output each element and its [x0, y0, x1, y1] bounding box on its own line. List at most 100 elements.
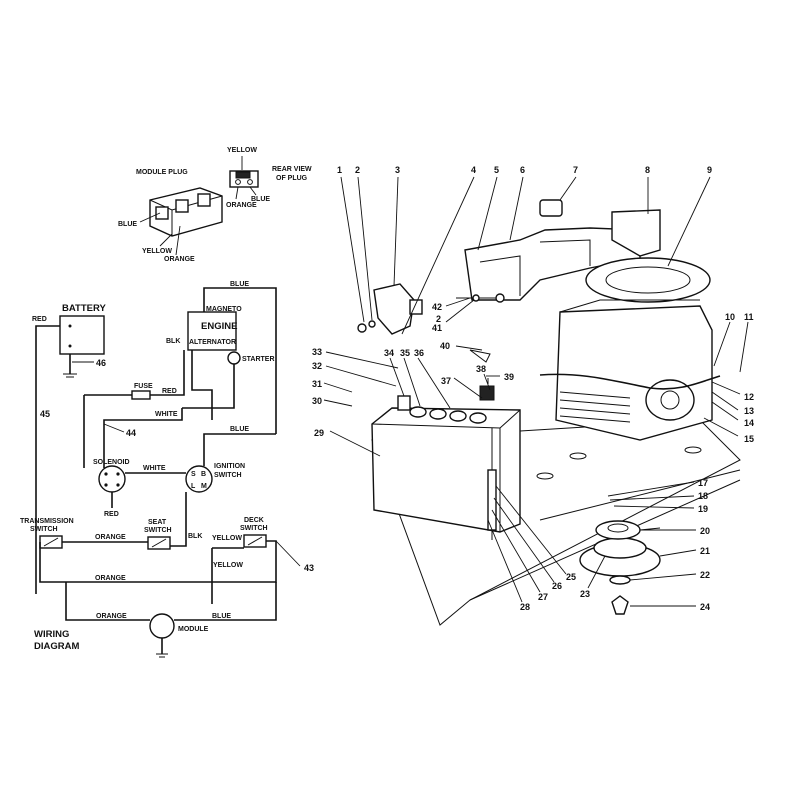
washer-22: [609, 575, 631, 585]
callout-2b: 2: [436, 314, 441, 324]
ignition-switch-label-2: SWITCH: [214, 472, 242, 479]
rear-view-label-2: OF PLUG: [276, 175, 308, 182]
callout-14: 14: [744, 418, 754, 428]
module-plug-orange-label: ORANGE: [164, 256, 195, 263]
white-wire-label-upper: WHITE: [155, 411, 178, 418]
module-plug-illustration: MODULE PLUG BLUE YELLOW ORANGE: [118, 169, 223, 263]
engine-label: ENGINE: [201, 321, 237, 332]
callout-30: 30: [312, 396, 322, 406]
callout-9: 9: [707, 165, 712, 175]
ignition-switch-label-1: IGNITION: [214, 463, 245, 470]
callout-5: 5: [494, 165, 499, 175]
deck-switch-yellow-label: YELLOW: [212, 535, 242, 542]
solenoid-red-label: RED: [104, 511, 119, 518]
callout-46: 46: [96, 358, 106, 368]
starter-label: STARTER: [242, 356, 275, 363]
callout-18: 18: [698, 491, 708, 501]
battery-red-label: RED: [32, 316, 47, 323]
module-plug-yellow-label: YELLOW: [142, 248, 172, 255]
leader-lines: [323, 176, 749, 607]
callout-3: 3: [395, 165, 400, 175]
callout-35: 35: [400, 348, 410, 358]
transmission-switch-label-1: TRANSMISSION: [20, 518, 74, 525]
module-plug-label: MODULE PLUG: [136, 169, 188, 176]
callout-19: 19: [698, 504, 708, 514]
callout-28: 28: [520, 602, 530, 612]
callout-13: 13: [744, 406, 754, 416]
callout-42: 42: [432, 302, 442, 312]
callout-25: 25: [566, 572, 576, 582]
engine-box: [187, 311, 237, 351]
callout-26: 26: [552, 581, 562, 591]
callout-7: 7: [573, 165, 578, 175]
ignition-terminal-b: B: [201, 471, 206, 478]
callout-23: 23: [580, 589, 590, 599]
callout-2: 2: [355, 165, 360, 175]
fuel-cap: [539, 199, 563, 217]
battery-cells: [409, 406, 487, 424]
seat-switch-label-1: SEAT: [148, 519, 167, 526]
alternator-blk-label: BLK: [166, 338, 180, 345]
fuse-label: FUSE: [134, 383, 153, 390]
fuse-red-label: RED: [162, 388, 177, 395]
engine-exploded-view: [357, 199, 741, 626]
callout-12: 12: [744, 392, 754, 402]
ignition-terminal-m: M: [201, 483, 207, 490]
battery-terminal: [397, 395, 411, 411]
rear-view-plug-illustration: YELLOW REAR VIEW OF PLUG ORANGE BLUE: [226, 147, 312, 209]
callout-32: 32: [312, 361, 322, 371]
alternator-label: ALTERNATOR: [189, 339, 236, 346]
callout-40: 40: [440, 341, 450, 351]
rear-view-blue-label: BLUE: [251, 196, 270, 203]
module-blue-label: BLUE: [212, 613, 231, 620]
callout-numbers: 1 2 3 4 5 6 7 8 9 10 11 12 13 14 15 17 1…: [312, 165, 754, 612]
module-symbol: [149, 613, 175, 639]
orange-wire-label-2: ORANGE: [95, 575, 126, 582]
callout-1: 1: [337, 165, 342, 175]
rear-view-orange-label: ORANGE: [226, 202, 257, 209]
rear-view-yellow-label: YELLOW: [227, 147, 257, 154]
module-orange-label: ORANGE: [96, 613, 127, 620]
callout-11: 11: [744, 312, 754, 322]
callout-15: 15: [744, 434, 754, 444]
fuel-tank-tab: [611, 209, 661, 257]
deck-yellow-label: YELLOW: [213, 562, 243, 569]
callout-31: 31: [312, 379, 322, 389]
callout-45: 45: [40, 409, 50, 419]
solenoid-symbol: [98, 465, 126, 493]
ignition-terminal-l: L: [191, 483, 196, 490]
battery-part: [371, 407, 521, 533]
ignition-terminal-s: S: [191, 471, 196, 478]
rear-view-label-1: REAR VIEW: [272, 166, 312, 173]
callout-36: 36: [414, 348, 424, 358]
deck-switch-label-2: SWITCH: [240, 525, 268, 532]
bolt-24: [611, 595, 629, 615]
callout-39: 39: [504, 372, 514, 382]
starter-symbol: [227, 351, 241, 365]
ignition-blue-label: BLUE: [230, 426, 249, 433]
callout-44: 44: [126, 428, 136, 438]
battery-box: [59, 315, 105, 355]
engine-block: [555, 305, 713, 441]
module-plug-blue-label: BLUE: [118, 221, 137, 228]
callout-34: 34: [384, 348, 394, 358]
magneto-label: MAGNETO: [206, 306, 242, 313]
deck-switch-label-1: DECK: [244, 517, 264, 524]
callout-33: 33: [312, 347, 322, 357]
orange-wire-label-1: ORANGE: [95, 534, 126, 541]
terminal-boot: [479, 385, 495, 401]
callout-37: 37: [441, 376, 451, 386]
callout-21: 21: [700, 546, 710, 556]
callout-22: 22: [700, 570, 710, 580]
ignition-switch-symbol: [185, 465, 213, 493]
wiring-title-1: WIRING: [34, 629, 69, 640]
callout-17: 17: [698, 478, 708, 488]
callout-24: 24: [700, 602, 710, 612]
wiring-title-2: DIAGRAM: [34, 641, 79, 652]
callout-20: 20: [700, 526, 710, 536]
solenoid-label: SOLENOID: [93, 459, 130, 466]
module-label: MODULE: [178, 626, 209, 633]
fuse-symbol: [131, 390, 151, 400]
alternator-housing: [645, 379, 695, 421]
